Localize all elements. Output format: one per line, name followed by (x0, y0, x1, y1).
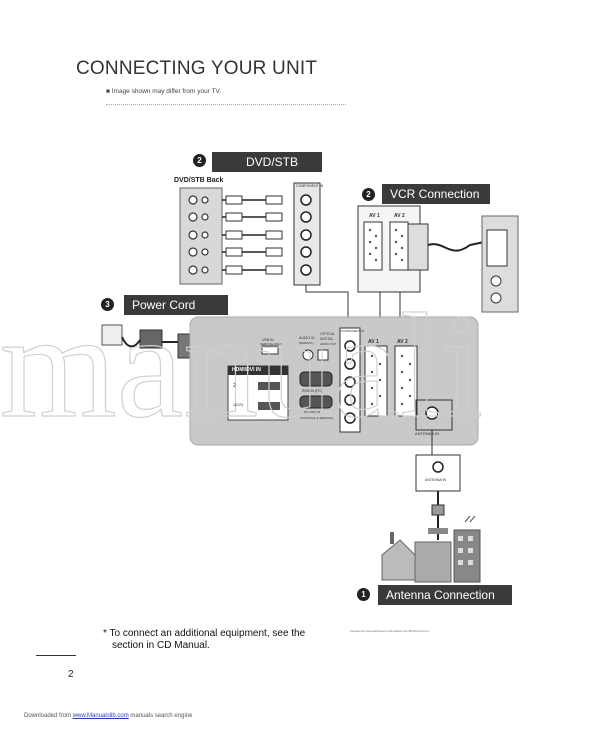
vcr-device (481, 215, 519, 313)
rgb-port (299, 371, 333, 387)
download-prefix: Downloaded from (24, 713, 72, 719)
vcr-scart-box (357, 205, 429, 293)
antenna-in-box (415, 454, 461, 492)
hdmi-label: HDMI/DVI IN (232, 367, 261, 373)
rgb-dvi-label: (RGB/DVI) (299, 341, 314, 345)
dvd-to-tv-line (305, 285, 349, 318)
rs232-label: RS-232C IN (304, 410, 321, 414)
rs232-port (299, 395, 333, 409)
usb-port (261, 345, 279, 355)
antenna-in-box-label: ANTENNA IN (425, 478, 447, 482)
service-only-label: SERVICE ONLY (260, 342, 282, 346)
component-strip (293, 182, 321, 286)
hdmi-1-label: 1(DVI) (233, 403, 244, 407)
tv-scart-ports (364, 345, 418, 417)
control-service-label: (CONTROL & SERVICE) (300, 416, 334, 420)
dvd-back-label: DVD/STB Back (174, 177, 224, 184)
rca-plugs (225, 195, 283, 275)
download-suffix: manuals search engine (130, 713, 193, 719)
dvd-back-panel (179, 187, 223, 285)
footnote-line1: * To connect an additional equipment, se… (103, 628, 306, 639)
antenna-plug (431, 504, 445, 516)
antenna-port-box (415, 399, 453, 431)
tiny-print: Panasonic/manualslib/www.manualslib.com/… (350, 629, 430, 633)
footnote-line2: section in CD Manual. (112, 640, 210, 651)
vcr-av2-label: AV 2 (394, 213, 405, 219)
dvd-step-number: 2 (193, 154, 206, 167)
page-title: CONNECTING YOUR UNIT (76, 58, 318, 79)
optical-port (317, 349, 329, 361)
tv-av2-label: AV 2 (397, 339, 408, 345)
tv-component-strip (339, 327, 361, 433)
dvd-section-label: DVD/STB (212, 152, 322, 172)
image-note-text: Image shown may differ from your TV. (111, 88, 222, 95)
image-note: ■ Image shown may differ from your TV. (106, 88, 222, 95)
antenna-step-number: 1 (357, 588, 370, 601)
antenna-in-panel-label: ANTENNA IN (415, 431, 440, 436)
download-credit: Downloaded from www.Manualslib.com manua… (24, 713, 192, 719)
dotted-divider (106, 104, 346, 105)
buildings-illustration (381, 515, 481, 583)
vcr-section-label: VCR Connection (382, 184, 490, 204)
rgb-in-label: RGB IN (PC) (302, 389, 323, 393)
dvd-component-label: COMPONENT IN (296, 184, 324, 188)
digital-label: DIGITAL (320, 337, 334, 341)
antenna-in-socket (432, 461, 444, 473)
tv-av1-label: AV 1 (368, 339, 379, 345)
footer-rule (36, 655, 76, 656)
vcr-step-number: 2 (362, 188, 375, 201)
tv-component-label: COMPONENT IN (341, 329, 365, 333)
hdmi-2-label: 2 (233, 383, 236, 389)
usb-label: USB IN (262, 338, 274, 342)
audio-in-jack (302, 349, 314, 361)
power-step-number: 3 (101, 298, 114, 311)
optical-label: OPTICAL (320, 332, 335, 336)
hdmi-block (227, 365, 289, 421)
antenna-section-label: Antenna Connection (378, 585, 512, 605)
manualslib-link[interactable]: www.Manualslib.com (72, 713, 129, 719)
vcr-cable (427, 241, 485, 252)
audio-in-label: AUDIO IN (299, 336, 315, 340)
page-number: 2 (68, 669, 74, 680)
audio-out-label: AUDIO OUT (320, 342, 337, 346)
vcr-av1-label: AV 1 (369, 213, 380, 219)
power-section-label: Power Cord (124, 295, 228, 315)
